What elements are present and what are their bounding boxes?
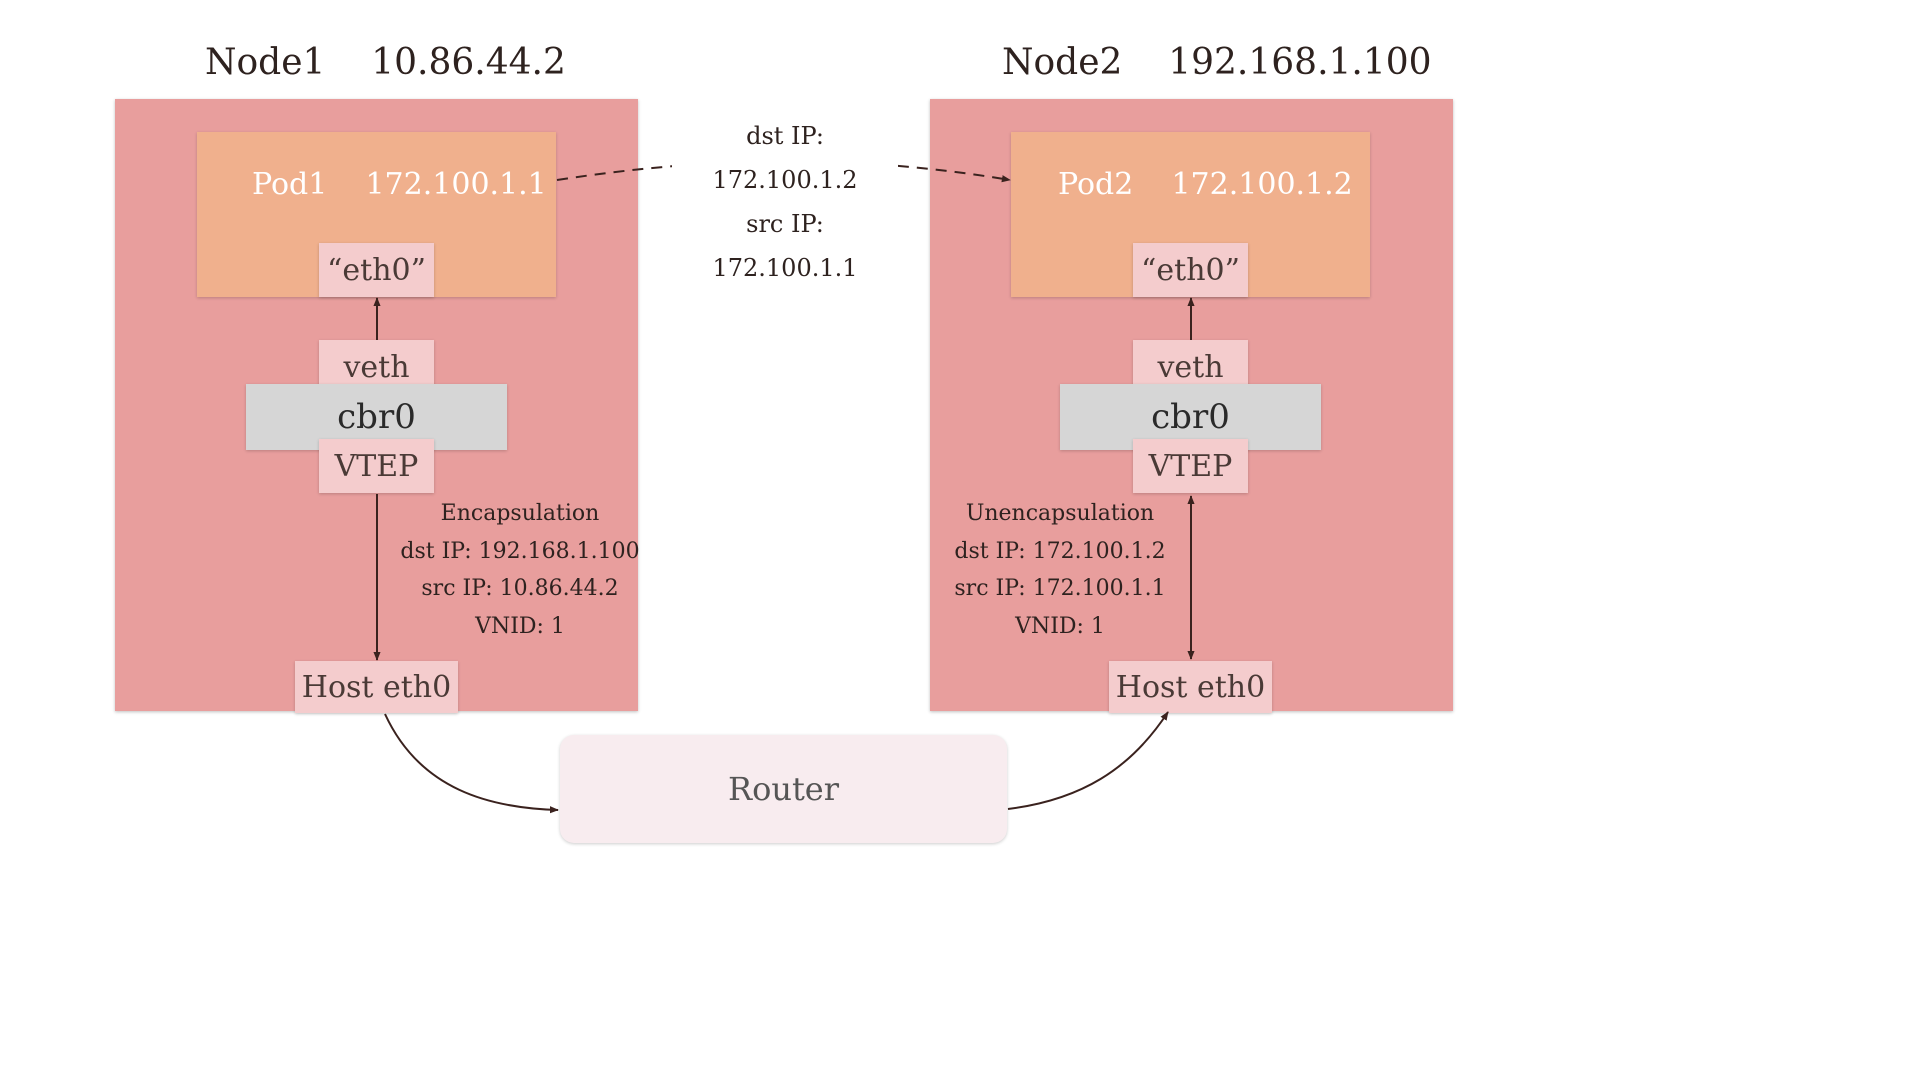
- note-line: src IP: 172.100.1.1: [954, 576, 1166, 601]
- node2-host-eth0: Host eth0: [1109, 661, 1272, 713]
- node1-encapsulation-note: Encapsulation dst IP: 192.168.1.100 src …: [400, 495, 640, 645]
- packet-line: src IP: 172.100.1.1: [712, 210, 858, 282]
- packet-line: dst IP: 172.100.1.2: [712, 122, 858, 194]
- node2-vtep: VTEP: [1133, 439, 1248, 493]
- pod2-eth0: “eth0”: [1133, 243, 1248, 297]
- node1-vtep: VTEP: [319, 439, 434, 493]
- node2-title: Node2 192.168.1.100: [1002, 42, 1432, 83]
- note-line: Unencapsulation: [965, 501, 1155, 526]
- pod-packet-label: dst IP: 172.100.1.2 src IP: 172.100.1.1: [672, 114, 898, 290]
- note-line: dst IP: 192.168.1.100: [400, 538, 640, 564]
- host1-to-router-arrow: [384, 713, 559, 814]
- pod1-label: Pod1 172.100.1.1: [252, 167, 547, 202]
- note-line: src IP: 10.86.44.2: [421, 576, 619, 601]
- pod1-eth0: “eth0”: [319, 243, 434, 297]
- pod2-label: Pod2 172.100.1.2: [1058, 167, 1353, 202]
- node1-title: Node1 10.86.44.2: [205, 42, 566, 83]
- note-line: VNID: 1: [475, 613, 565, 639]
- note-line: Encapsulation: [440, 501, 600, 526]
- note-line: VNID: 1: [1015, 613, 1105, 639]
- node1-host-eth0: Host eth0: [295, 661, 458, 713]
- router-box: Router: [560, 735, 1007, 843]
- note-line: dst IP: 172.100.1.2: [954, 538, 1166, 564]
- router-to-host2-arrow: [1007, 711, 1169, 810]
- node2-unencapsulation-note: Unencapsulation dst IP: 172.100.1.2 src …: [940, 495, 1180, 645]
